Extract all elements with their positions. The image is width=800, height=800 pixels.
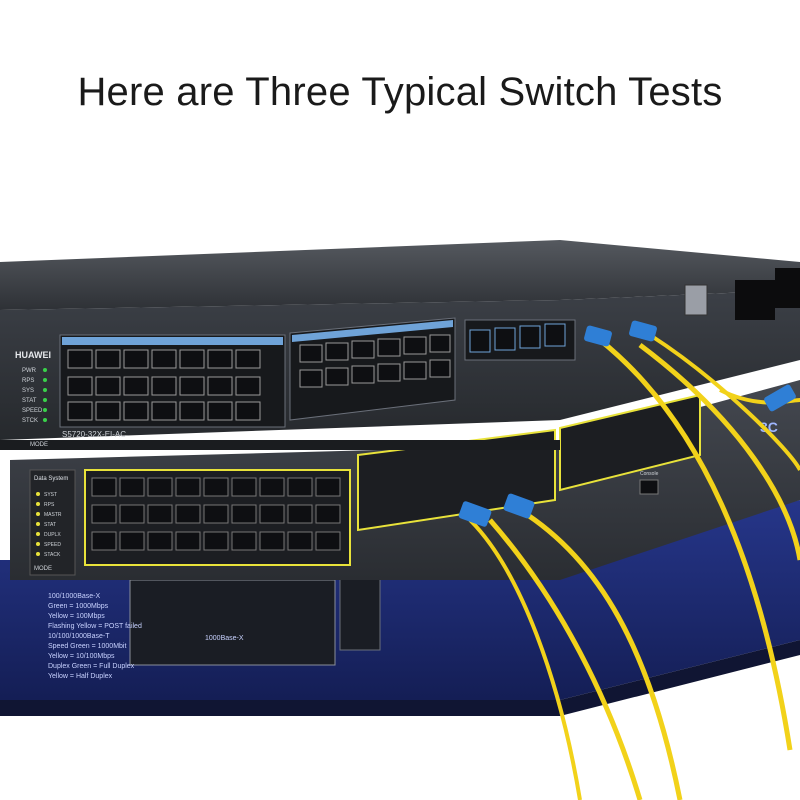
svg-text:STAT: STAT	[44, 522, 56, 528]
svg-text:SPEED: SPEED	[44, 542, 61, 548]
headline: Here are Three Typical Switch Tests	[77, 70, 723, 114]
middle-ports-left	[91, 477, 341, 551]
legend-line: Yellow = 10/100Mbps	[48, 653, 115, 660]
middle-led-panel: SYST RPS MASTR STAT DUPLX SPEED STACK MO…	[34, 492, 62, 572]
top-sfp-ports	[464, 319, 576, 361]
lc-connectors	[458, 320, 796, 527]
legend-line: Yellow = 100Mbps	[48, 613, 105, 620]
legend-line: Green = 1000Mbps	[48, 603, 109, 610]
svg-text:SPEED: SPEED	[22, 408, 43, 414]
svg-text:PWR: PWR	[22, 368, 37, 374]
middle-panel-title: Data System	[34, 476, 68, 482]
console-label: Console	[640, 471, 659, 477]
legend-line: 10/100/1000Base-T	[48, 633, 110, 640]
svg-text:RPS: RPS	[22, 378, 34, 384]
svg-text:MODE: MODE	[30, 442, 48, 448]
legend-line: 100/1000Base-X	[48, 593, 100, 600]
svg-text:STCK: STCK	[22, 418, 38, 424]
legend-line: Duplex Green = Full Duplex	[48, 663, 135, 670]
svg-text:RPS: RPS	[44, 502, 55, 508]
top-rear-ports	[684, 268, 800, 320]
legend-line: Flashing Yellow = POST failed	[48, 623, 142, 630]
svg-text:DUPLX: DUPLX	[44, 532, 61, 538]
top-brand: HUAWEI	[15, 350, 51, 360]
top-switch: HUAWEI PWR RPS SYS STAT SPEED STCK MODE	[0, 240, 800, 450]
svg-text:SYST: SYST	[44, 492, 57, 498]
bottom-sfp-cages	[129, 569, 381, 666]
sfp-label: 1000Base-X	[205, 635, 244, 642]
svg-text:STAT: STAT	[22, 398, 37, 404]
top-model: S5720-32X-EI-AC	[62, 430, 126, 439]
top-port-block-right	[289, 317, 456, 421]
middle-switch: Data System SYST RPS MASTR STAT DUPLX SP…	[10, 380, 800, 580]
legend-line: Yellow = Half Duplex	[48, 673, 113, 680]
svg-text:MODE: MODE	[34, 566, 52, 572]
bottom-legend: 100/1000Base-X Green = 1000Mbps Yellow =…	[48, 593, 244, 680]
svg-text:MASTR: MASTR	[44, 512, 62, 518]
top-led-panel: PWR RPS SYS STAT SPEED STCK MODE	[22, 368, 48, 448]
svg-text:SYS: SYS	[22, 388, 34, 394]
svg-text:STACK: STACK	[44, 552, 61, 558]
top-port-block-left	[59, 334, 286, 428]
legend-line: Speed Green = 1000Mbit	[48, 643, 126, 650]
